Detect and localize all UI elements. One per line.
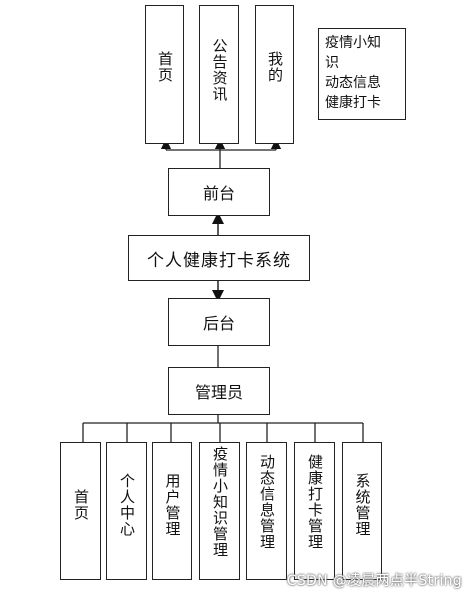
- admin-module-system-management-label: 系统管理: [353, 473, 372, 537]
- admin-module-system-management: 系统管理: [342, 442, 382, 580]
- front-node-label: 前台: [202, 184, 235, 203]
- front-node-home: 首页: [145, 5, 184, 144]
- admin-module-news-management-label: 动态信息管理: [258, 454, 276, 550]
- note-line: 动态信息: [325, 75, 381, 91]
- admin-module-checkin-management: 健康打卡管理: [294, 442, 335, 580]
- admin-node-label: 管理员: [194, 383, 243, 402]
- note-line: 疫情小知: [325, 35, 381, 51]
- admin-module-personal-center-label: 个人中心: [118, 473, 136, 537]
- front-node: 前台: [168, 168, 270, 216]
- admin-module-epidemic-knowledge: 疫情小知识管理: [199, 442, 240, 580]
- note-line: 识: [325, 55, 339, 71]
- admin-module-user-management: 用户管理: [152, 442, 192, 580]
- note-line: 健康打卡: [325, 95, 381, 111]
- admin-module-epidemic-knowledge-label: 疫情小知识管理: [211, 446, 229, 558]
- front-node-announcements-label: 公告资讯: [210, 38, 229, 102]
- admin-module-personal-center: 个人中心: [106, 442, 147, 580]
- admin-node: 管理员: [168, 367, 270, 415]
- system-root-node: 个人健康打卡系统: [128, 235, 310, 281]
- system-root-label: 个人健康打卡系统: [147, 250, 291, 271]
- admin-module-home: 首页: [60, 442, 101, 580]
- admin-module-news-management: 动态信息管理: [246, 442, 287, 580]
- front-node-mine-label: 我的: [266, 51, 284, 83]
- feature-note-box: 疫情小知 识 动态信息 健康打卡: [318, 28, 406, 120]
- front-node-home-label: 首页: [156, 51, 174, 83]
- front-node-mine: 我的: [255, 5, 294, 144]
- back-node: 后台: [168, 298, 270, 346]
- front-node-announcements: 公告资讯: [199, 5, 239, 144]
- admin-module-home-label: 首页: [72, 489, 90, 521]
- admin-module-user-management-label: 用户管理: [163, 473, 182, 537]
- admin-module-checkin-management-label: 健康打卡管理: [306, 454, 324, 550]
- watermark: CSDN @凌晨两点半String: [286, 573, 462, 589]
- back-node-label: 后台: [202, 314, 235, 333]
